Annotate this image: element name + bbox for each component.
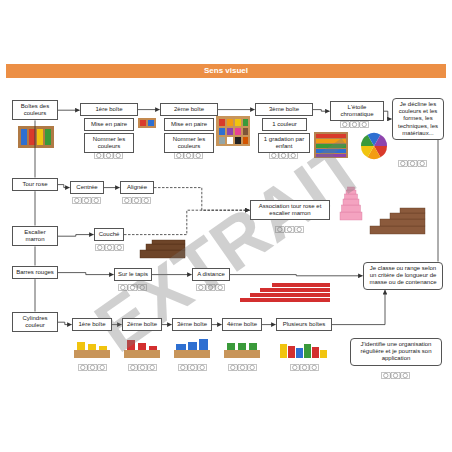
box-text: Couché <box>97 231 121 238</box>
box-text: Nommer les couleurs <box>87 136 131 150</box>
box-text: Je décline les couleurs et les formes, l… <box>395 101 441 137</box>
box-text: L'étoile chromatique <box>333 104 381 118</box>
box-text: 2ème boîte <box>163 106 215 113</box>
connector <box>384 111 392 119</box>
box-text: Je classe ou range selon un critère de l… <box>366 265 440 287</box>
step-box: 3ème boîte <box>255 103 313 116</box>
step-box: 1ère boîte <box>80 103 138 116</box>
connector <box>332 290 385 325</box>
box-text: Boîtes des couleurs <box>15 103 55 117</box>
colour-crate <box>216 116 250 146</box>
box-text: Nommer les couleurs <box>167 136 211 150</box>
box-text: J'identifie une organisation régulière e… <box>353 341 439 363</box>
box-text: Tour rose <box>15 181 55 188</box>
step-box: 1 couleur <box>262 118 307 131</box>
connector <box>58 110 80 111</box>
step-box: Mise en paire <box>164 118 214 131</box>
connector <box>313 110 330 112</box>
connector <box>438 140 439 262</box>
box-text: 1ère boîte <box>75 321 109 328</box>
step-box: 3ème boîte <box>172 318 212 331</box>
rating-boxes <box>72 197 100 203</box>
step-box: Tour rose <box>12 178 58 191</box>
step-box: Plusieurs boîtes <box>276 318 332 331</box>
step-box: Mise en paire <box>84 118 134 131</box>
step-box: Sur le tapis <box>114 268 152 281</box>
box-text: Escalier marron <box>15 229 55 243</box>
rating-boxes <box>398 160 426 166</box>
box-text: 2ème boîte <box>125 321 159 328</box>
goal-box: J'identifie une organisation régulière e… <box>350 338 442 366</box>
goal-box: Je décline les couleurs et les formes, l… <box>392 98 444 140</box>
rating-boxes <box>228 364 256 370</box>
step-box: 1 gradation par enfant <box>258 133 310 153</box>
box-text: A distance <box>195 271 227 278</box>
box-text: Sur le tapis <box>117 271 149 278</box>
step-box: 2ème boîte <box>122 318 162 331</box>
red-bars <box>240 283 330 302</box>
box-text: Barres rouges <box>15 269 55 276</box>
step-box: Escalier marron <box>12 226 58 246</box>
rating-boxes <box>128 364 156 370</box>
rating-boxes <box>178 364 206 370</box>
goal-box: Je classe ou range selon un critère de l… <box>363 262 443 290</box>
connector <box>35 279 36 311</box>
box-text: 4ème boîte <box>225 321 259 328</box>
connector <box>218 109 255 110</box>
box-text: Plusieurs boîtes <box>279 321 329 328</box>
box-text: Association tour rose et escalier marron <box>253 203 327 217</box>
box-text: Alignée <box>123 184 151 191</box>
connector <box>262 324 276 325</box>
step-box: 2ème boîte <box>160 103 218 116</box>
connector <box>58 273 114 275</box>
step-box: Centrée <box>70 181 104 194</box>
step-box: Nommer les couleurs <box>84 133 134 153</box>
title: Sens visuel <box>204 66 248 75</box>
colour-box <box>18 126 54 148</box>
step-box: Nommer les couleurs <box>164 133 214 153</box>
rating-boxes <box>381 372 409 378</box>
rating-boxes <box>290 364 318 370</box>
connector <box>212 324 222 325</box>
step-box: Boîtes des couleurs <box>12 100 58 120</box>
colour-wheel <box>361 133 387 159</box>
box-text: 1 gradation par enfant <box>261 136 307 150</box>
small-box <box>138 118 156 128</box>
connector <box>35 191 36 225</box>
brown-stair-right <box>370 208 425 234</box>
rating-boxes <box>122 197 150 203</box>
box-text: 1 couleur <box>265 121 304 128</box>
box-text: Mise en paire <box>167 121 211 128</box>
connector <box>104 187 120 188</box>
rating-boxes <box>340 121 368 127</box>
step-box: 1ère boîte <box>72 318 112 331</box>
connector <box>58 235 94 237</box>
step-box: Barres rouges <box>12 266 58 279</box>
step-box: Couché <box>94 228 124 241</box>
title-band: Sens visuel <box>6 64 446 78</box>
step-box: Association tour rose et escalier marron <box>250 200 330 220</box>
step-box: A distance <box>192 268 230 281</box>
step-box: Cylindres couleur <box>12 312 58 332</box>
box-text: Cylindres couleur <box>15 315 55 329</box>
box-text: 1ère boîte <box>83 106 135 113</box>
rating-boxes <box>78 364 106 370</box>
connector <box>35 120 36 177</box>
connector <box>58 185 70 188</box>
box-text: 3ème boîte <box>258 106 310 113</box>
step-box: Alignée <box>120 181 154 194</box>
rating-boxes <box>95 244 123 250</box>
box-text: 3ème boîte <box>175 321 209 328</box>
box-text: Centrée <box>73 184 101 191</box>
box-text: Mise en paire <box>87 121 131 128</box>
connector <box>58 322 72 324</box>
connector <box>35 246 36 265</box>
step-box: L'étoile chromatique <box>330 101 384 121</box>
connector <box>138 109 160 110</box>
step-box: 4ème boîte <box>222 318 262 331</box>
